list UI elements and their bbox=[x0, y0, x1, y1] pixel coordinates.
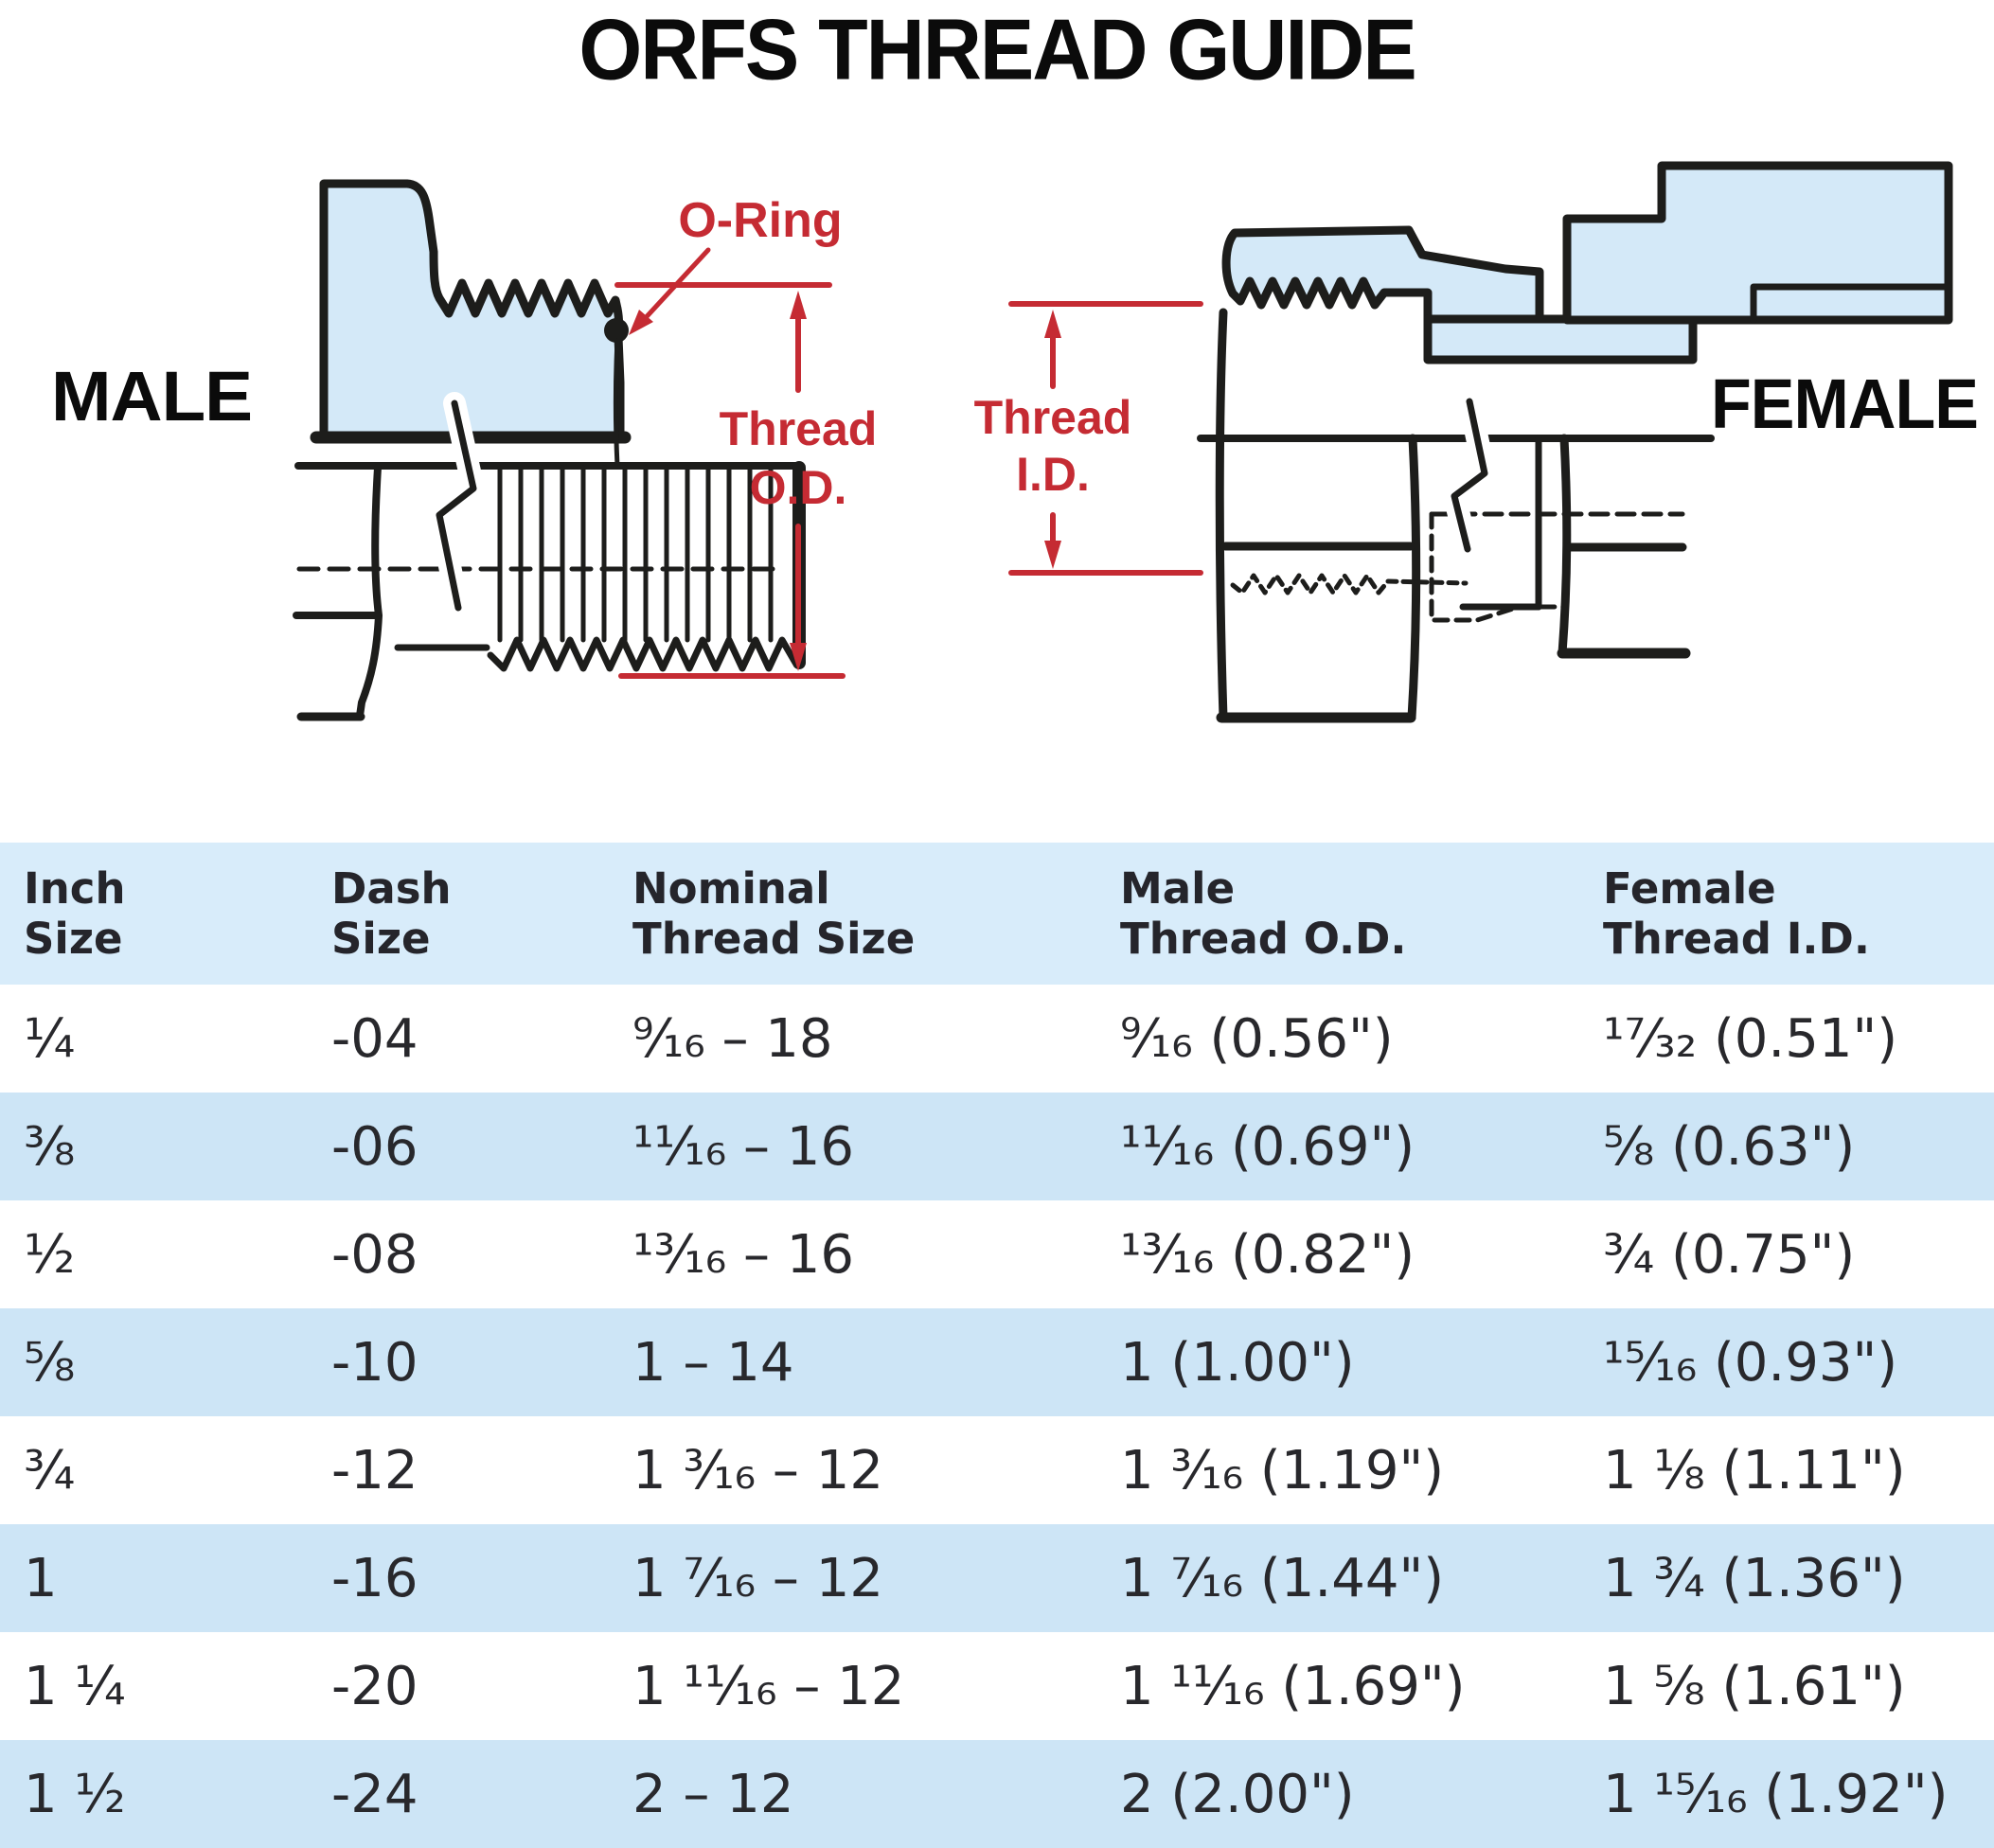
header-female-thread-id: Female Thread I.D. bbox=[1603, 863, 1870, 964]
table-cell: 1 ¹¹⁄₁₆ (1.69") bbox=[1120, 1655, 1466, 1717]
table-cell: ¼ bbox=[24, 1007, 76, 1070]
male-annotations: O-Ring Thread O.D. bbox=[614, 193, 878, 679]
female-nut-shape bbox=[1221, 225, 1544, 324]
table-row: ½ -08 ¹³⁄₁₆ – 16 ¹³⁄₁₆ (0.82") ³⁄₄ (0.75… bbox=[0, 1200, 1994, 1308]
table-header-row: Inch Size Dash Size Nominal Thread Size … bbox=[0, 843, 1994, 985]
header-male-thread-od: Male Thread O.D. bbox=[1120, 863, 1407, 964]
header-nominal-thread-size: Nominal Thread Size bbox=[632, 863, 916, 964]
thread-id-up-arrowhead bbox=[1044, 310, 1061, 338]
table-cell: -04 bbox=[331, 1007, 418, 1070]
thread-od-label-1: Thread bbox=[720, 402, 878, 455]
table-row: 1 -16 1 ⁷⁄₁₆ – 12 1 ⁷⁄₁₆ (1.44") 1 ³⁄₄ (… bbox=[0, 1524, 1994, 1632]
oring-label: O-Ring bbox=[678, 193, 842, 248]
table-cell: ⁹⁄₁₆ – 18 bbox=[632, 1007, 833, 1070]
table-cell: ⅜ bbox=[24, 1115, 76, 1178]
header-inch-size: Inch Size bbox=[24, 863, 126, 964]
table-cell: 1 ½ bbox=[24, 1763, 126, 1825]
table-cell: 1 ³⁄₁₆ – 12 bbox=[632, 1439, 883, 1502]
table-cell: 1 ³⁄₄ (1.36") bbox=[1603, 1547, 1906, 1609]
female-label: FEMALE bbox=[1711, 364, 1978, 443]
table-cell: ½ bbox=[24, 1223, 76, 1286]
female-hidden-threads bbox=[1230, 573, 1469, 595]
table-cell: 1 ¹¹⁄₁₆ – 12 bbox=[632, 1655, 905, 1717]
table-cell: 1 ³⁄₁₆ (1.19") bbox=[1120, 1439, 1445, 1502]
table-row: ⅝ -10 1 – 14 1 (1.00") ¹⁵⁄₁₆ (0.93") bbox=[0, 1308, 1994, 1416]
table-cell: ¹⁵⁄₁₆ (0.93") bbox=[1603, 1331, 1898, 1394]
oring-dot bbox=[604, 318, 629, 343]
table-cell: 1 ¹⁄₈ (1.11") bbox=[1603, 1439, 1906, 1502]
table-cell: -08 bbox=[331, 1223, 418, 1286]
table-cell: -24 bbox=[331, 1763, 418, 1825]
table-row: 1 ¼ -20 1 ¹¹⁄₁₆ – 12 1 ¹¹⁄₁₆ (1.69") 1 ⁵… bbox=[0, 1632, 1994, 1740]
male-fitting-diagram bbox=[293, 179, 806, 721]
table-cell: -10 bbox=[331, 1331, 418, 1394]
table-cell: 2 (2.00") bbox=[1120, 1763, 1355, 1825]
table-cell: ¹¹⁄₁₆ – 16 bbox=[632, 1115, 855, 1178]
table-row: ¼ -04 ⁹⁄₁₆ – 18 ⁹⁄₁₆ (0.56") ¹⁷⁄₃₂ (0.51… bbox=[0, 985, 1994, 1093]
female-tube-nut-shape bbox=[1562, 161, 1953, 325]
thread-size-table: Inch Size Dash Size Nominal Thread Size … bbox=[0, 843, 1994, 1848]
male-label: MALE bbox=[51, 357, 252, 435]
female-break-mark bbox=[1451, 398, 1488, 553]
table-cell: ⁹⁄₁₆ (0.56") bbox=[1120, 1007, 1394, 1070]
table-cell: -20 bbox=[331, 1655, 418, 1717]
thread-id-label-1: Thread bbox=[974, 391, 1132, 444]
table-cell: ¹³⁄₁₆ – 16 bbox=[632, 1223, 855, 1286]
male-shaft-left-outline bbox=[356, 464, 383, 720]
oring-seat-line bbox=[614, 338, 620, 469]
table-cell: 1 ⁷⁄₁₆ – 12 bbox=[632, 1547, 883, 1609]
table-cell: 1 ¹⁵⁄₁₆ (1.92") bbox=[1603, 1763, 1949, 1825]
table-cell: -16 bbox=[331, 1547, 418, 1609]
male-break-mark bbox=[436, 400, 477, 612]
table-cell: -12 bbox=[331, 1439, 418, 1502]
table-cell: 1 ⁵⁄₈ (1.61") bbox=[1603, 1655, 1906, 1717]
male-thread-hatching bbox=[497, 465, 774, 643]
thread-id-label-2: I.D. bbox=[1016, 448, 1090, 501]
oring-leader-arrowhead bbox=[629, 310, 653, 335]
table-cell: ³⁄₄ (0.75") bbox=[1603, 1223, 1856, 1286]
table-cell: ⅝ bbox=[24, 1331, 76, 1394]
table-row: ⅜ -06 ¹¹⁄₁₆ – 16 ¹¹⁄₁₆ (0.69") ⁵⁄₈ (0.63… bbox=[0, 1093, 1994, 1200]
female-tube-bore-line bbox=[1750, 283, 1952, 324]
male-thread-bottom-teeth bbox=[487, 636, 799, 672]
female-nut-left-edge bbox=[1215, 308, 1228, 722]
table-cell: ¹⁷⁄₃₂ (0.51") bbox=[1603, 1007, 1898, 1070]
table-cell: -06 bbox=[331, 1115, 418, 1178]
male-body-shape bbox=[319, 179, 625, 440]
table-cell: 2 – 12 bbox=[632, 1763, 794, 1825]
table-cell: 1 – 14 bbox=[632, 1331, 794, 1394]
thread-od-down-arrowhead bbox=[790, 643, 807, 671]
table-cell: 1 ⁷⁄₁₆ (1.44") bbox=[1120, 1547, 1445, 1609]
table-cell: ⁵⁄₈ (0.63") bbox=[1603, 1115, 1856, 1178]
female-fitting-diagram bbox=[1197, 161, 1953, 723]
female-annotations: Thread I.D. bbox=[974, 301, 1203, 576]
table-cell: 1 (1.00") bbox=[1120, 1331, 1355, 1394]
table-cell: 1 ¼ bbox=[24, 1655, 126, 1717]
page-title: ORFS THREAD GUIDE bbox=[579, 2, 1416, 98]
thread-id-down-arrowhead bbox=[1044, 541, 1061, 569]
thread-od-label-2: O.D. bbox=[750, 461, 847, 514]
table-cell: ¹¹⁄₁₆ (0.69") bbox=[1120, 1115, 1415, 1178]
female-nut-right-face bbox=[1407, 434, 1421, 722]
table-row: 1 ½ -24 2 – 12 2 (2.00") 1 ¹⁵⁄₁₆ (1.92") bbox=[0, 1740, 1994, 1848]
table-row: ¾ -12 1 ³⁄₁₆ – 12 1 ³⁄₁₆ (1.19") 1 ¹⁄₈ (… bbox=[0, 1416, 1994, 1524]
table-cell: ¾ bbox=[24, 1439, 76, 1502]
table-cell: 1 bbox=[24, 1547, 58, 1609]
header-dash-size: Dash Size bbox=[331, 863, 452, 964]
thread-od-up-arrowhead bbox=[790, 291, 807, 319]
female-sleeve-shape bbox=[1423, 314, 1698, 364]
table-cell: ¹³⁄₁₆ (0.82") bbox=[1120, 1223, 1415, 1286]
